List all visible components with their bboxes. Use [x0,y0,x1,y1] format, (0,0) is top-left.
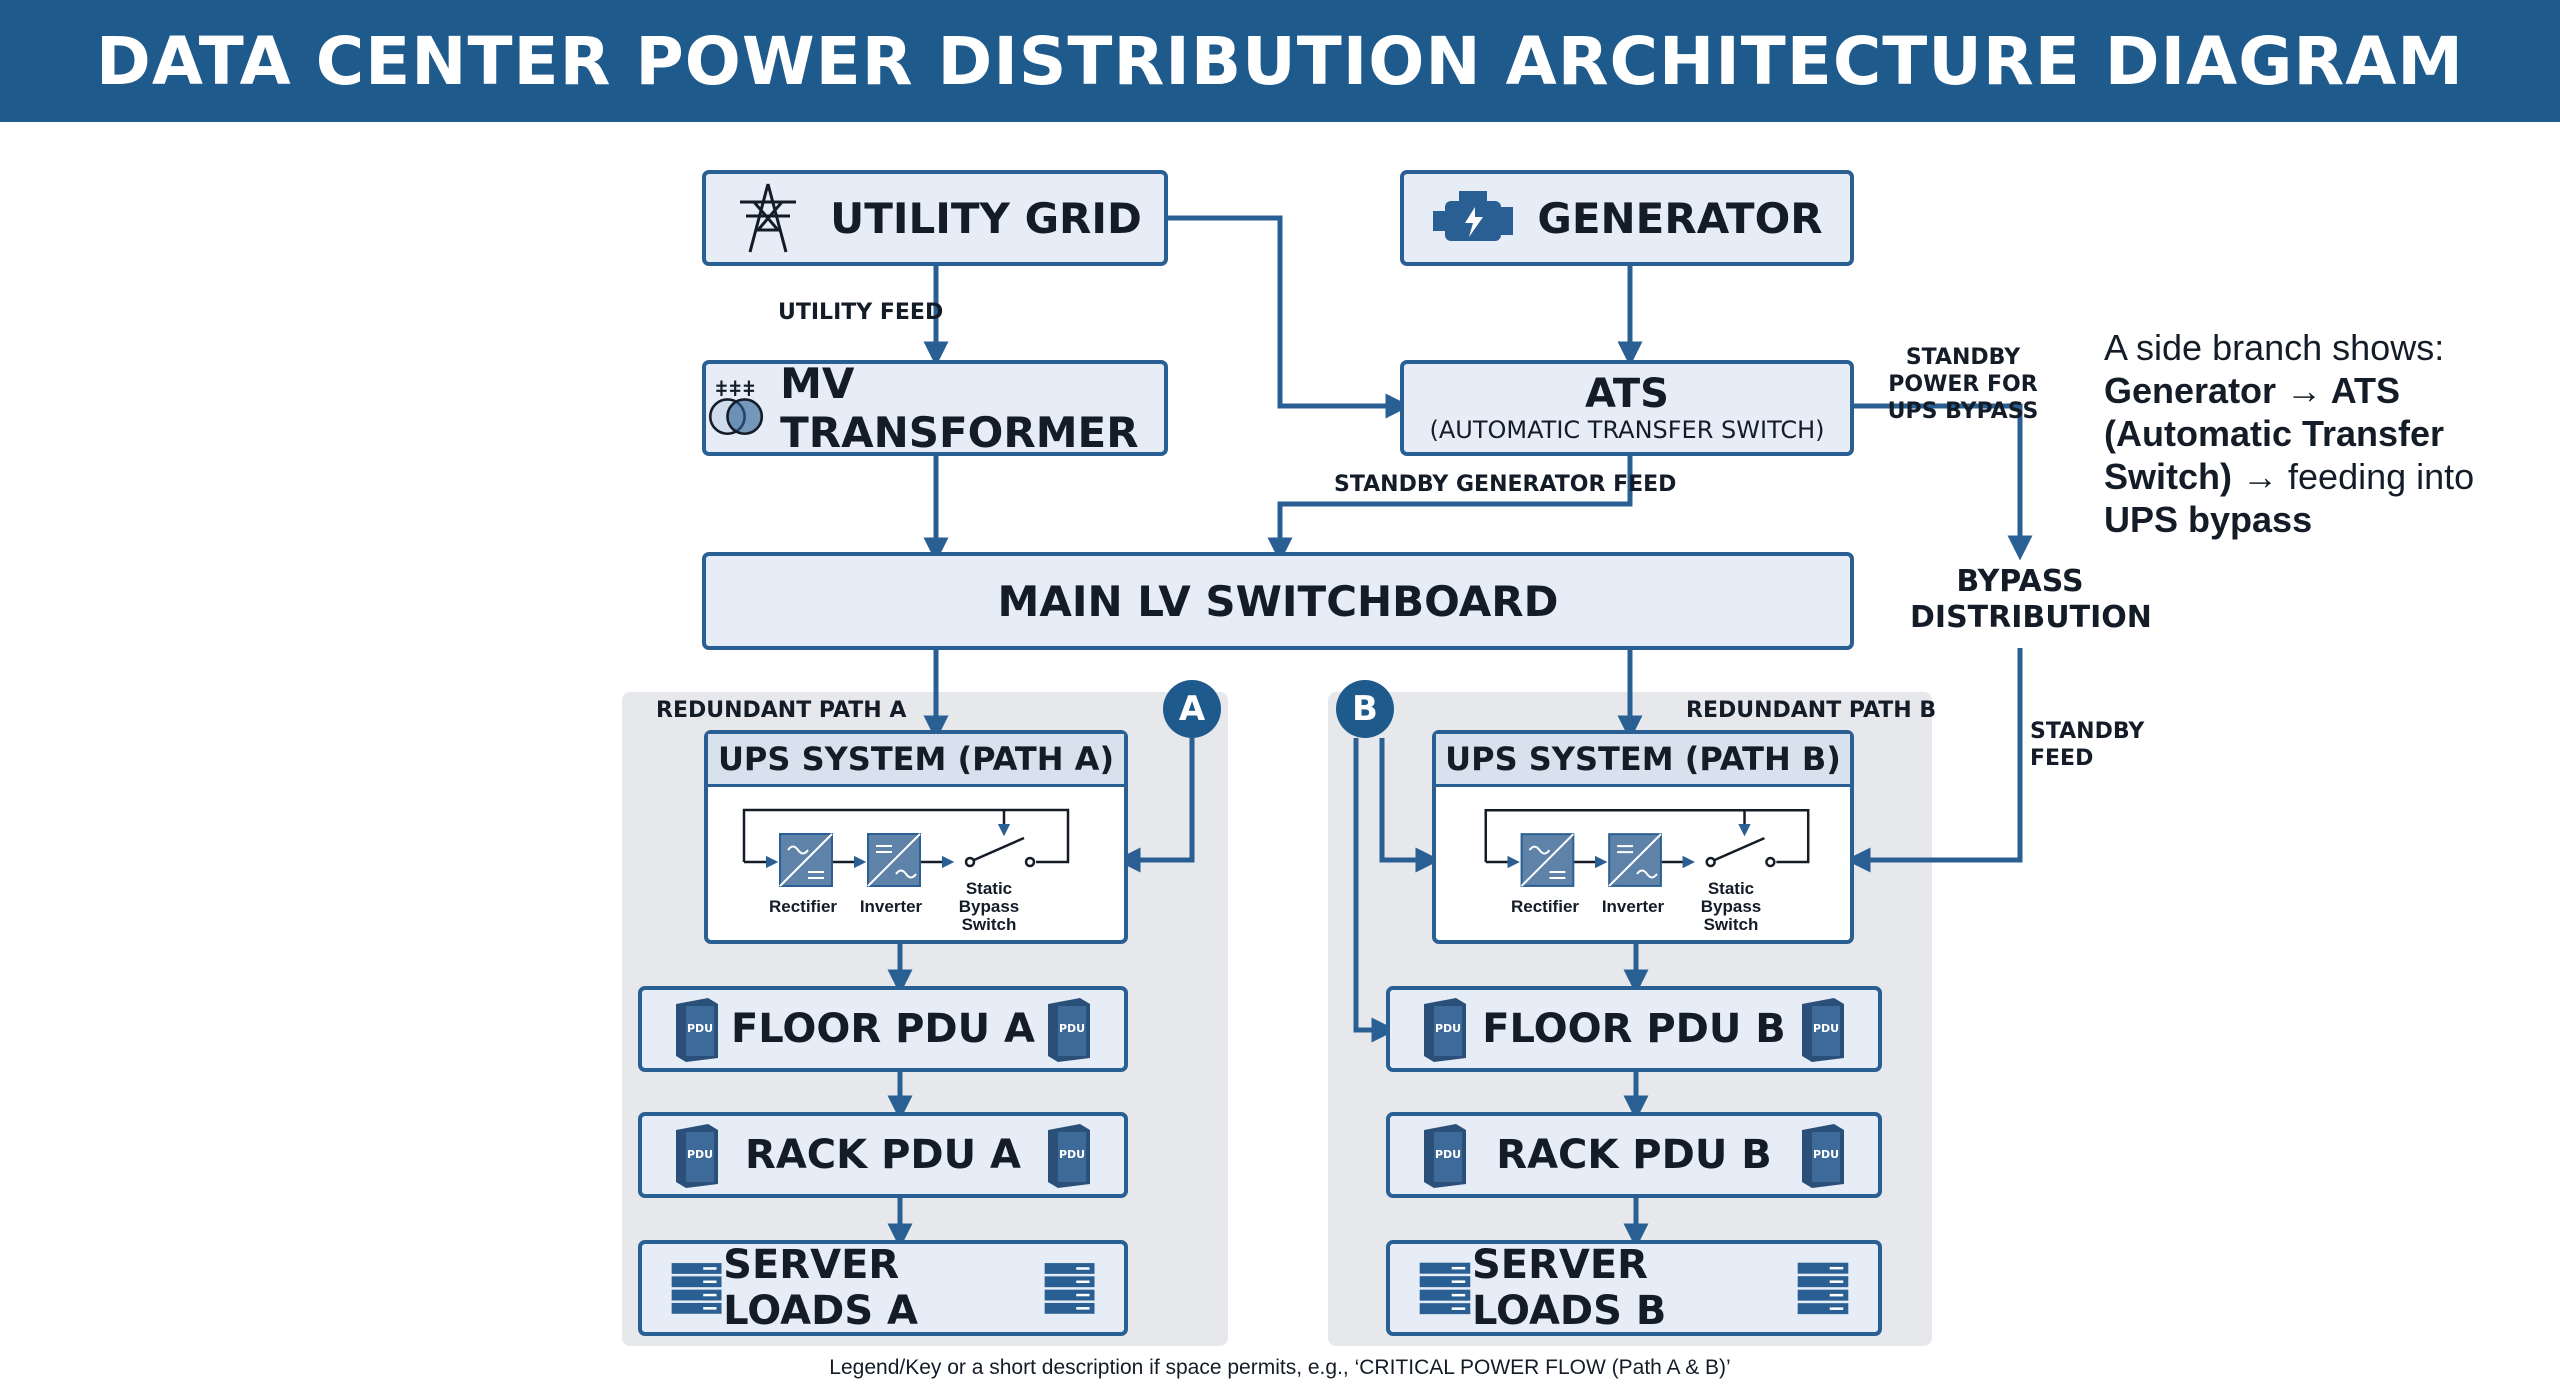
badge-b-to-ups-b-line [1379,738,1441,873]
transformer-icon [709,380,764,436]
pdu-cabinet-icon: PDU [1801,1124,1844,1188]
ups-a-node: UPS SYSTEM (PATH A) Rectifier Inverter S… [704,730,1128,944]
note-bold-2: UPS bypass [2104,499,2313,540]
utility-grid-label: UTILITY GRID [830,193,1142,243]
side-branch-note: A side branch shows: Generator → ATS (Au… [2104,326,2544,541]
pdu-cabinet-icon: PDU [676,998,718,1062]
legend-text: Legend/Key or a short description if spa… [829,1356,1731,1379]
ups-b-title: UPS SYSTEM (PATH B) [1436,734,1850,787]
ups-a-schematic [742,808,1070,887]
redundant-path-a-label: REDUNDANT PATH A [656,698,907,723]
floor-pdu-b-label: FLOOR PDU B [1482,1006,1786,1052]
inverter-icon [867,833,921,887]
server-rack-icon [671,1263,722,1314]
server-rack-icon [1797,1262,1849,1315]
server-loads-a-label: SERVER LOADS A [723,1242,919,1334]
rectifier-icon [1520,833,1575,887]
pdu-cabinet-icon: PDU [1801,998,1844,1062]
pdu-cabinet-icon: PDU [1424,1124,1466,1188]
bypass-distribution-label: BYPASS DISTRIBUTION [1910,564,2152,635]
rack-pdu-b-label: RACK PDU B [1496,1132,1772,1178]
redundant-path-b-label: REDUNDANT PATH B [1686,698,1937,723]
bypass-to-ups-b-line [1845,648,2023,873]
transmission-tower-icon [740,183,797,253]
ups-b-static-bypass-label: Static Bypass Switch [1700,879,1762,934]
page-title: DATA CENTER POWER DISTRIBUTION ARCHITECT… [96,22,2464,100]
path-b-badge: B [1336,680,1394,738]
ats-title: ATS [1585,371,1669,417]
ats-subtitle: (AUTOMATIC TRANSFER SWITCH) [1429,416,1825,444]
server-loads-b-node: SERVER LOADS B [1386,1240,1882,1336]
ups-b-rectifier-label: Rectifier [1510,897,1580,916]
svg-text:PDU: PDU [1059,1148,1085,1161]
rack-pdu-a-node: PDU RACK PDU A PDU [638,1112,1128,1198]
utility-to-ats-line [1168,215,1411,419]
generator-node: GENERATOR [1400,170,1854,266]
header-bar: DATA CENTER POWER DISTRIBUTION ARCHITECT… [0,0,2560,122]
note-line-1: A side branch shows: [2104,327,2445,368]
svg-text:PDU: PDU [1813,1148,1839,1161]
ups-a-title: UPS SYSTEM (PATH A) [708,734,1124,787]
standby-generator-feed-label: STANDBY GENERATOR FEED [1334,472,1677,497]
ups-b-node: UPS SYSTEM (PATH B) Rectifier Inverter S… [1432,730,1854,944]
badge-b-to-floor-pdu-b-line [1353,738,1397,1043]
engine-icon [1433,191,1514,241]
server-loads-a-node: SERVER LOADS A [638,1240,1128,1336]
inverter-icon [1608,833,1662,887]
utility-grid-node: UTILITY GRID [702,170,1168,266]
ups-a-rectifier-label: Rectifier [768,897,838,916]
server-loads-b-label: SERVER LOADS B [1471,1242,1667,1334]
pdu-cabinet-icon: PDU [1424,998,1466,1062]
utility-feed-label: UTILITY FEED [778,300,944,325]
pdu-cabinet-icon: PDU [1047,1124,1090,1188]
note-rest: → feeding into [2232,456,2475,497]
ups-b-schematic [1484,809,1810,887]
main-switchboard-label: MAIN LV SWITCHBOARD [997,576,1559,626]
standby-feed-label: STANDBY FEED [2030,719,2145,771]
badge-a-to-ups-a-line [1115,738,1195,873]
ups-b-inverter-label: Inverter [1601,897,1665,916]
mv-transformer-node: MV TRANSFORMER [702,359,1168,457]
floor-pdu-b-node: PDU FLOOR PDU B PDU [1386,986,1882,1072]
pdu-cabinet-icon: PDU [1047,998,1090,1062]
ats-to-bypass-line [1852,403,2033,561]
svg-text:PDU: PDU [1813,1022,1839,1035]
server-rack-icon [1044,1263,1095,1314]
floor-pdu-a-node: PDU FLOOR PDU A PDU [638,986,1128,1072]
rack-pdu-a-label: RACK PDU A [745,1132,1021,1178]
generator-label: GENERATOR [1537,193,1823,243]
server-rack-icon [1419,1262,1471,1315]
main-switchboard-node: MAIN LV SWITCHBOARD [702,552,1854,650]
svg-text:PDU: PDU [687,1148,713,1161]
ups-a-inverter-label: Inverter [859,897,923,916]
svg-text:PDU: PDU [1059,1022,1085,1035]
floor-pdu-a-label: FLOOR PDU A [730,1006,1035,1052]
mv-transformer-label: MV TRANSFORMER [780,359,1139,457]
pdu-cabinet-icon: PDU [676,1124,718,1188]
standby-power-bypass-label: STANDBY POWER FOR UPS BYPASS [1887,345,2039,424]
rack-pdu-b-node: PDU RACK PDU B PDU [1386,1112,1882,1198]
ups-a-static-bypass-label: Static Bypass Switch [958,879,1020,934]
svg-text:PDU: PDU [1435,1022,1461,1035]
rectifier-icon [779,833,833,887]
ats-to-switchboard-line [1267,456,1633,563]
ats-node: ATS (AUTOMATIC TRANSFER SWITCH) [1400,360,1854,456]
path-a-badge: A [1163,680,1221,738]
svg-text:PDU: PDU [687,1022,713,1035]
note-bold-1: Generator → ATS (Automatic Transfer Swit… [2104,370,2445,497]
svg-text:PDU: PDU [1435,1148,1461,1161]
